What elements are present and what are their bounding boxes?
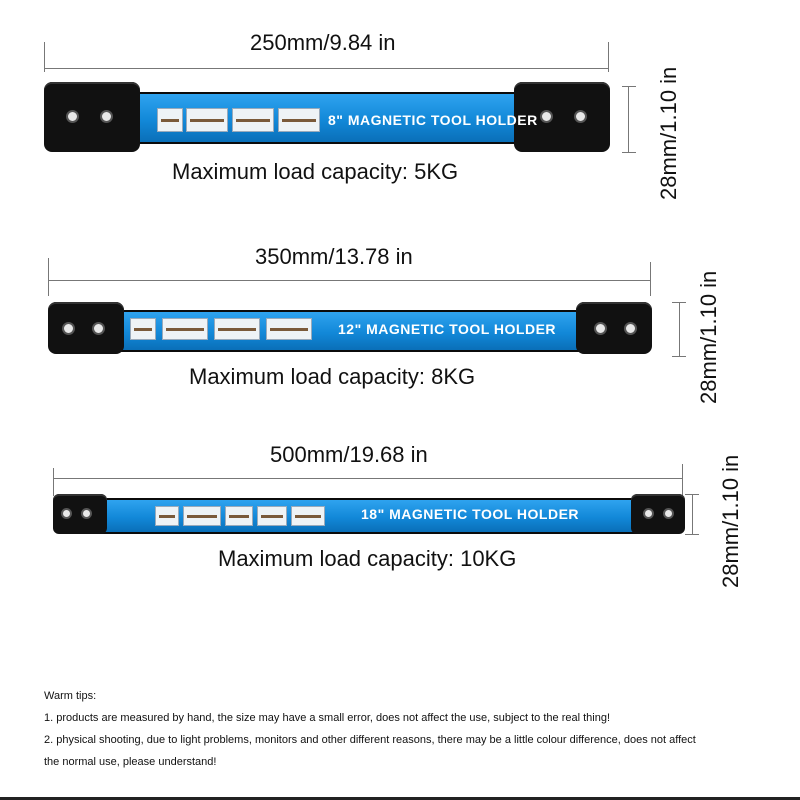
tips-line-1: 1. products are measured by hand, the si… [44, 712, 611, 724]
tool-holder-3: 18" MAGNETIC TOOL HOLDER [53, 494, 685, 536]
mount-hole [574, 110, 587, 123]
mount-hole [92, 322, 105, 335]
width-label-1: 250mm/9.84 in [250, 30, 396, 55]
mount-hole [594, 322, 607, 335]
height-label-1: 28mm/1.10 in [656, 66, 681, 200]
end-cap-left [48, 302, 124, 354]
tips-line-3: the normal use, please understand! [44, 756, 217, 768]
tools-thumbnail [257, 506, 287, 526]
bottom-divider [0, 797, 800, 800]
load-capacity-3: Maximum load capacity: 10KG [218, 546, 517, 571]
magnet-icon [130, 318, 156, 340]
tools-thumbnail [162, 318, 208, 340]
bar-label-1: 8" MAGNETIC TOOL HOLDER [328, 112, 538, 128]
load-capacity-1: Maximum load capacity: 5KG [172, 159, 459, 184]
tips-line-2: 2. physical shooting, due to light probl… [44, 734, 696, 746]
mount-hole [100, 110, 113, 123]
tools-thumbnail [291, 506, 325, 526]
width-dimension-line-3 [53, 478, 682, 479]
bar-label-3: 18" MAGNETIC TOOL HOLDER [361, 506, 580, 522]
end-cap-left [44, 82, 140, 152]
mount-hole [643, 508, 654, 519]
tools-thumbnail [266, 318, 312, 340]
end-cap-right [631, 494, 685, 534]
height-label-2: 28mm/1.10 in [696, 270, 721, 404]
width-label-3: 500mm/19.68 in [270, 442, 428, 467]
mount-hole [81, 508, 92, 519]
tools-thumbnail [183, 506, 221, 526]
bar-label-2: 12" MAGNETIC TOOL HOLDER [338, 321, 557, 337]
magnet-icon [155, 506, 179, 526]
height-label-3: 28mm/1.10 in [718, 454, 743, 588]
tool-holder-2: 12" MAGNETIC TOOL HOLDER [48, 302, 652, 358]
tips-heading: Warm tips: [44, 690, 97, 702]
mount-hole [663, 508, 674, 519]
mount-hole [62, 322, 75, 335]
tool-holder-1: 8" MAGNETIC TOOL HOLDER [44, 82, 610, 154]
mount-hole [61, 508, 72, 519]
tools-thumbnail [214, 318, 260, 340]
mount-hole [624, 322, 637, 335]
tools-thumbnail [225, 506, 253, 526]
load-capacity-2: Maximum load capacity: 8KG [189, 364, 476, 389]
width-label-2: 350mm/13.78 in [255, 244, 413, 269]
width-dimension-line-1 [44, 68, 608, 69]
width-dimension-line-2 [48, 280, 650, 281]
magnet-icon [157, 108, 183, 132]
end-cap-right [514, 82, 610, 152]
end-cap-left [53, 494, 107, 534]
mount-hole [66, 110, 79, 123]
tools-thumbnail [232, 108, 274, 132]
tools-thumbnail [186, 108, 228, 132]
end-cap-right [576, 302, 652, 354]
mount-hole [540, 110, 553, 123]
tools-thumbnail [278, 108, 320, 132]
